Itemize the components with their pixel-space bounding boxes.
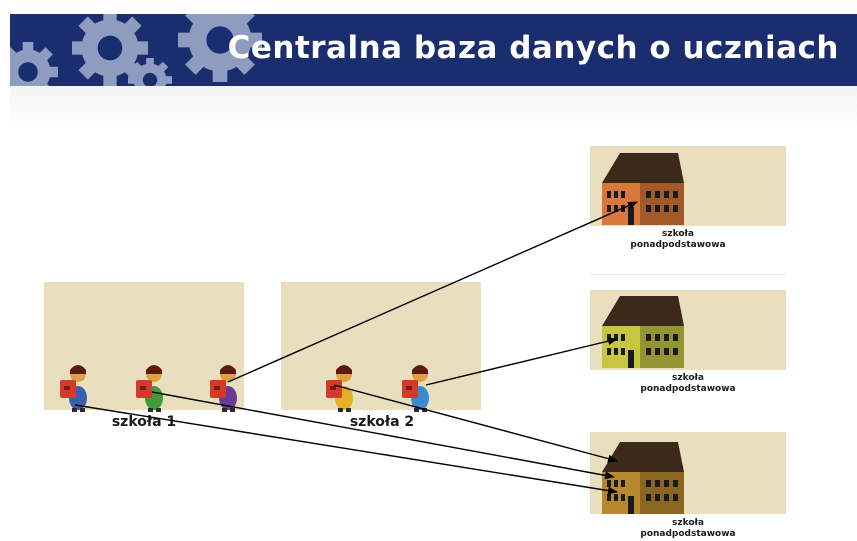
school-building-icon: [602, 153, 684, 225]
arrow: [333, 384, 618, 463]
arrow: [227, 201, 638, 383]
school-building-icon: [602, 296, 684, 368]
arrow: [151, 391, 615, 480]
secondary-school-3-label-line1: szkoła: [672, 518, 704, 528]
page-title: Centralna baza danych o uczniach: [227, 30, 839, 66]
student-icon: [210, 365, 237, 412]
arrows: [74, 201, 638, 495]
divider: [590, 274, 786, 275]
secondary-school-1-label: szkoła ponadpodstawowa: [588, 229, 768, 251]
arrow: [74, 404, 618, 495]
secondary-school-3-label: szkoła ponadpodstawowa: [598, 518, 778, 540]
secondary-school-2-label: szkoła ponadpodstawowa: [598, 373, 778, 395]
secondary-school-1-label-line1: szkoła: [662, 229, 694, 239]
student-icon: [326, 365, 353, 412]
student-icon: [402, 365, 429, 412]
arrow: [425, 337, 618, 386]
secondary-school-2-label-line2: ponadpodstawowa: [640, 384, 736, 394]
student-icon: [136, 365, 163, 412]
primary-school-2-panel: [281, 282, 481, 410]
secondary-school-3-label-line2: ponadpodstawowa: [640, 529, 736, 539]
student-icon: [60, 365, 87, 412]
secondary-school-1-label-line2: ponadpodstawowa: [630, 240, 726, 250]
primary-school-2-label: szkoła 2: [349, 414, 415, 430]
header-shadow-band: [10, 86, 857, 130]
header-banner: Centralna baza danych o uczniach: [10, 14, 857, 86]
secondary-school-2-label-line1: szkoła: [672, 373, 704, 383]
school-building-icon: [602, 442, 684, 514]
